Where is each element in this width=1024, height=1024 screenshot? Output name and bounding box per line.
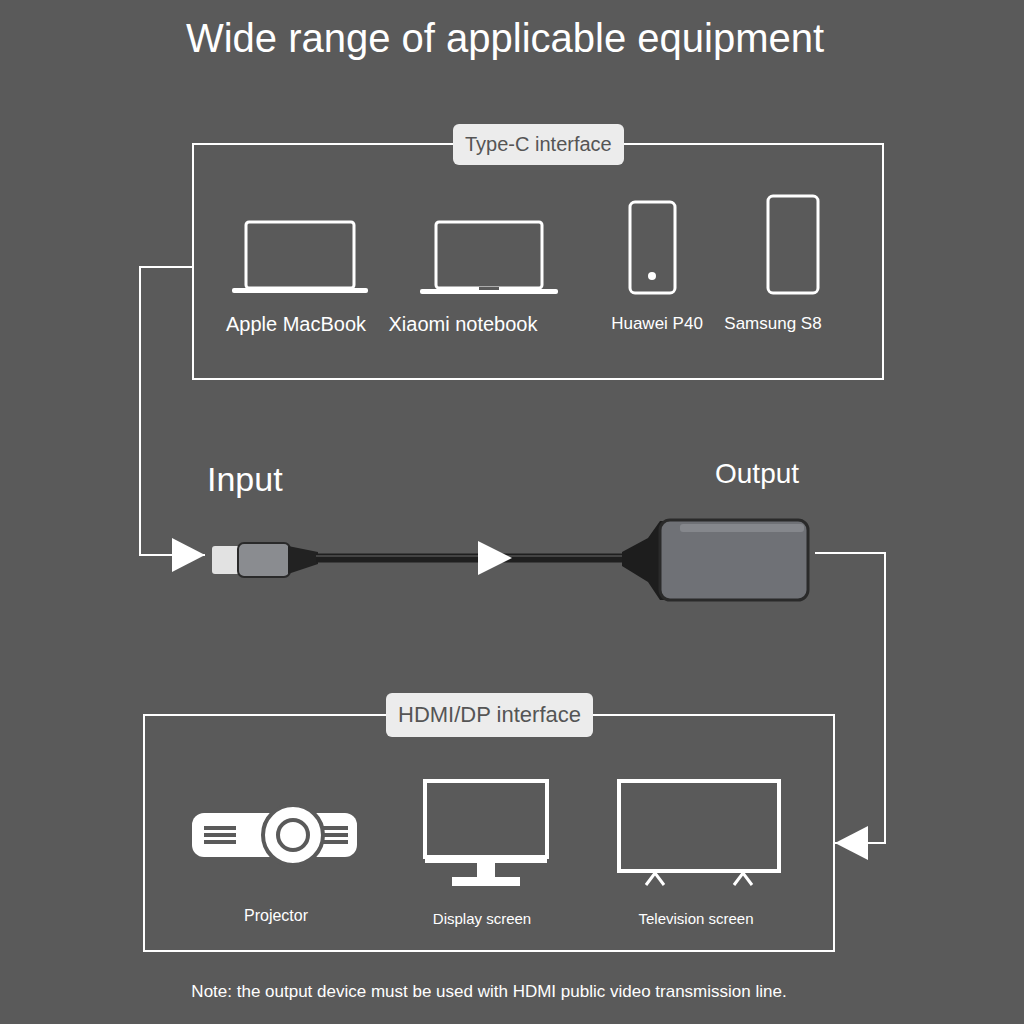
phone-button: [648, 272, 656, 280]
connector: [815, 553, 885, 860]
interface-box: Type-C interface: [192, 143, 884, 380]
connector-line: [140, 267, 205, 555]
adapter-cable: Input Output: [205, 455, 808, 605]
phone-icon: [630, 196, 818, 293]
device-label: Samsung S8: [724, 314, 821, 334]
device-label: Projector: [244, 907, 308, 925]
flow-arrowhead: [478, 541, 512, 575]
device-label: Xiaomi notebook: [389, 313, 538, 336]
plug-boot: [288, 546, 318, 574]
adapter-body: [660, 520, 808, 600]
monitor-icon: [425, 781, 547, 857]
arrowhead: [172, 538, 205, 572]
device-label: Huawei P40: [611, 314, 703, 334]
laptop-icon: [246, 222, 542, 288]
monitor-chin: [425, 855, 547, 863]
monitor-base: [452, 877, 520, 886]
interface-heading: Type-C interface: [453, 124, 624, 165]
note-text: Note: the output device must be used wit…: [191, 982, 786, 1002]
plug-body: [238, 543, 290, 577]
interface-heading: HDMI/DP interface: [386, 693, 593, 737]
projector-lens-inner: [278, 820, 308, 850]
connector: [140, 267, 205, 572]
cable-highlight: [316, 555, 628, 557]
arrowhead: [835, 826, 868, 860]
tv-legs: [646, 873, 752, 885]
output-label: Output: [715, 458, 799, 490]
projector-lens: [263, 805, 323, 865]
device-label: Television screen: [638, 910, 753, 927]
connector-line: [815, 553, 885, 843]
device-label: Apple MacBook: [226, 313, 366, 336]
device-label: Display screen: [433, 910, 531, 927]
monitor-neck: [477, 863, 495, 877]
diagram-title: Wide range of applicable equipment: [186, 16, 824, 61]
input-label: Input: [207, 460, 283, 499]
adapter-shade: [680, 524, 804, 532]
laptop-notch: [479, 287, 499, 290]
cable-cord: [316, 554, 628, 563]
tv-icon: [619, 781, 779, 871]
laptop-base: [232, 288, 368, 293]
